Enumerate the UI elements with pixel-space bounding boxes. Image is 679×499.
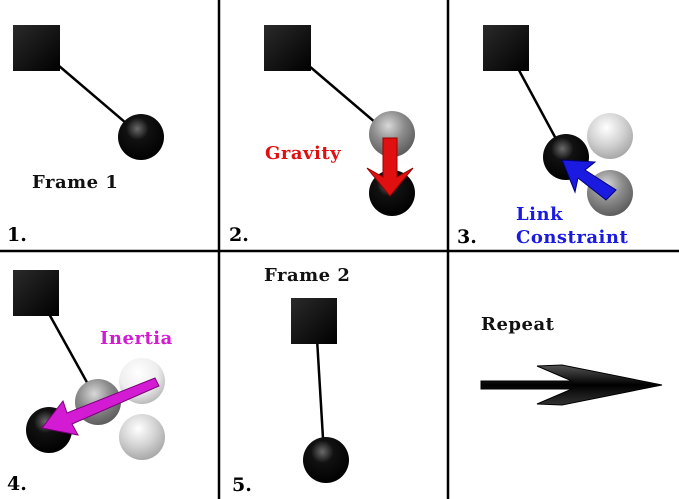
ghost-bob-icon xyxy=(119,414,165,460)
constraint-arrow-icon xyxy=(561,159,617,201)
constraint-label-line1: Link xyxy=(516,204,563,225)
pendulum-link xyxy=(314,321,326,456)
ghost-bob-icon xyxy=(587,113,633,159)
panel-1: Frame 1 1. xyxy=(7,25,164,246)
anchor-square-icon xyxy=(291,298,337,344)
panel-4-number: 4. xyxy=(7,473,27,495)
inertia-label: Inertia xyxy=(100,328,173,349)
panel-3: Link Constraint 3. xyxy=(457,25,633,248)
panel-3-number: 3. xyxy=(457,226,477,248)
gravity-label: Gravity xyxy=(265,143,341,164)
anchor-square-icon xyxy=(13,270,59,316)
inertia-arrow-icon xyxy=(41,377,160,436)
repeat-arrow-icon xyxy=(480,364,663,406)
panel-5: Frame 2 5. xyxy=(232,265,350,496)
anchor-square-icon xyxy=(13,25,60,71)
constraint-label-line2: Constraint xyxy=(516,227,628,248)
pendulum-bob-icon xyxy=(118,114,164,160)
pendulum-bob-icon xyxy=(303,437,349,483)
panel-1-caption: Frame 1 xyxy=(32,172,118,193)
panel-5-caption: Frame 2 xyxy=(264,265,350,286)
panel-4: Inertia 4. xyxy=(7,270,173,495)
panel-2: Gravity 2. xyxy=(229,25,415,246)
ghost-bob-icon xyxy=(369,111,415,157)
panel-1-number: 1. xyxy=(7,224,27,246)
panel-6: Repeat xyxy=(480,314,663,406)
gravity-arrow-icon xyxy=(366,137,414,197)
panel-5-number: 5. xyxy=(232,474,252,496)
anchor-square-icon xyxy=(483,25,529,71)
anchor-square-icon xyxy=(264,25,311,71)
repeat-caption: Repeat xyxy=(481,314,555,335)
panel-2-number: 2. xyxy=(229,224,249,246)
